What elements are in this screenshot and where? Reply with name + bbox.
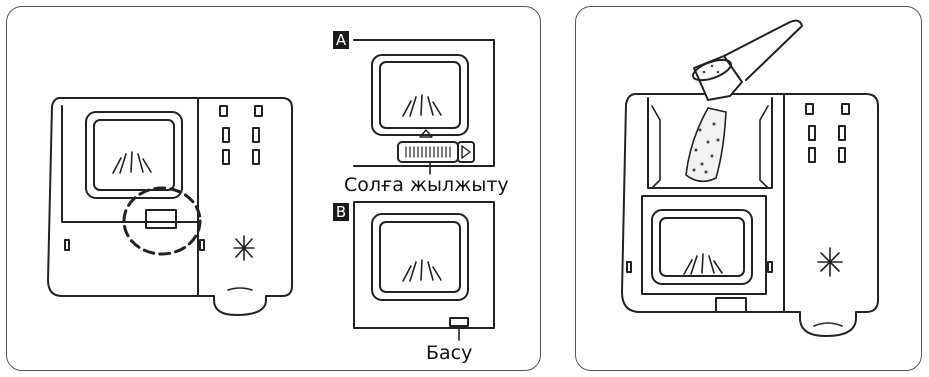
step-b-tag: B xyxy=(333,203,349,221)
step-b-frame xyxy=(353,201,495,341)
press-label: Басу xyxy=(426,342,473,364)
closed-dispenser xyxy=(47,97,293,316)
step-a-tag: A xyxy=(333,31,349,49)
step-a-frame xyxy=(353,39,495,175)
detergent-powder xyxy=(685,107,727,183)
slide-left-label: Солға жылжыту xyxy=(344,174,509,196)
measuring-scoop xyxy=(692,19,803,101)
open-dispenser xyxy=(621,93,879,337)
